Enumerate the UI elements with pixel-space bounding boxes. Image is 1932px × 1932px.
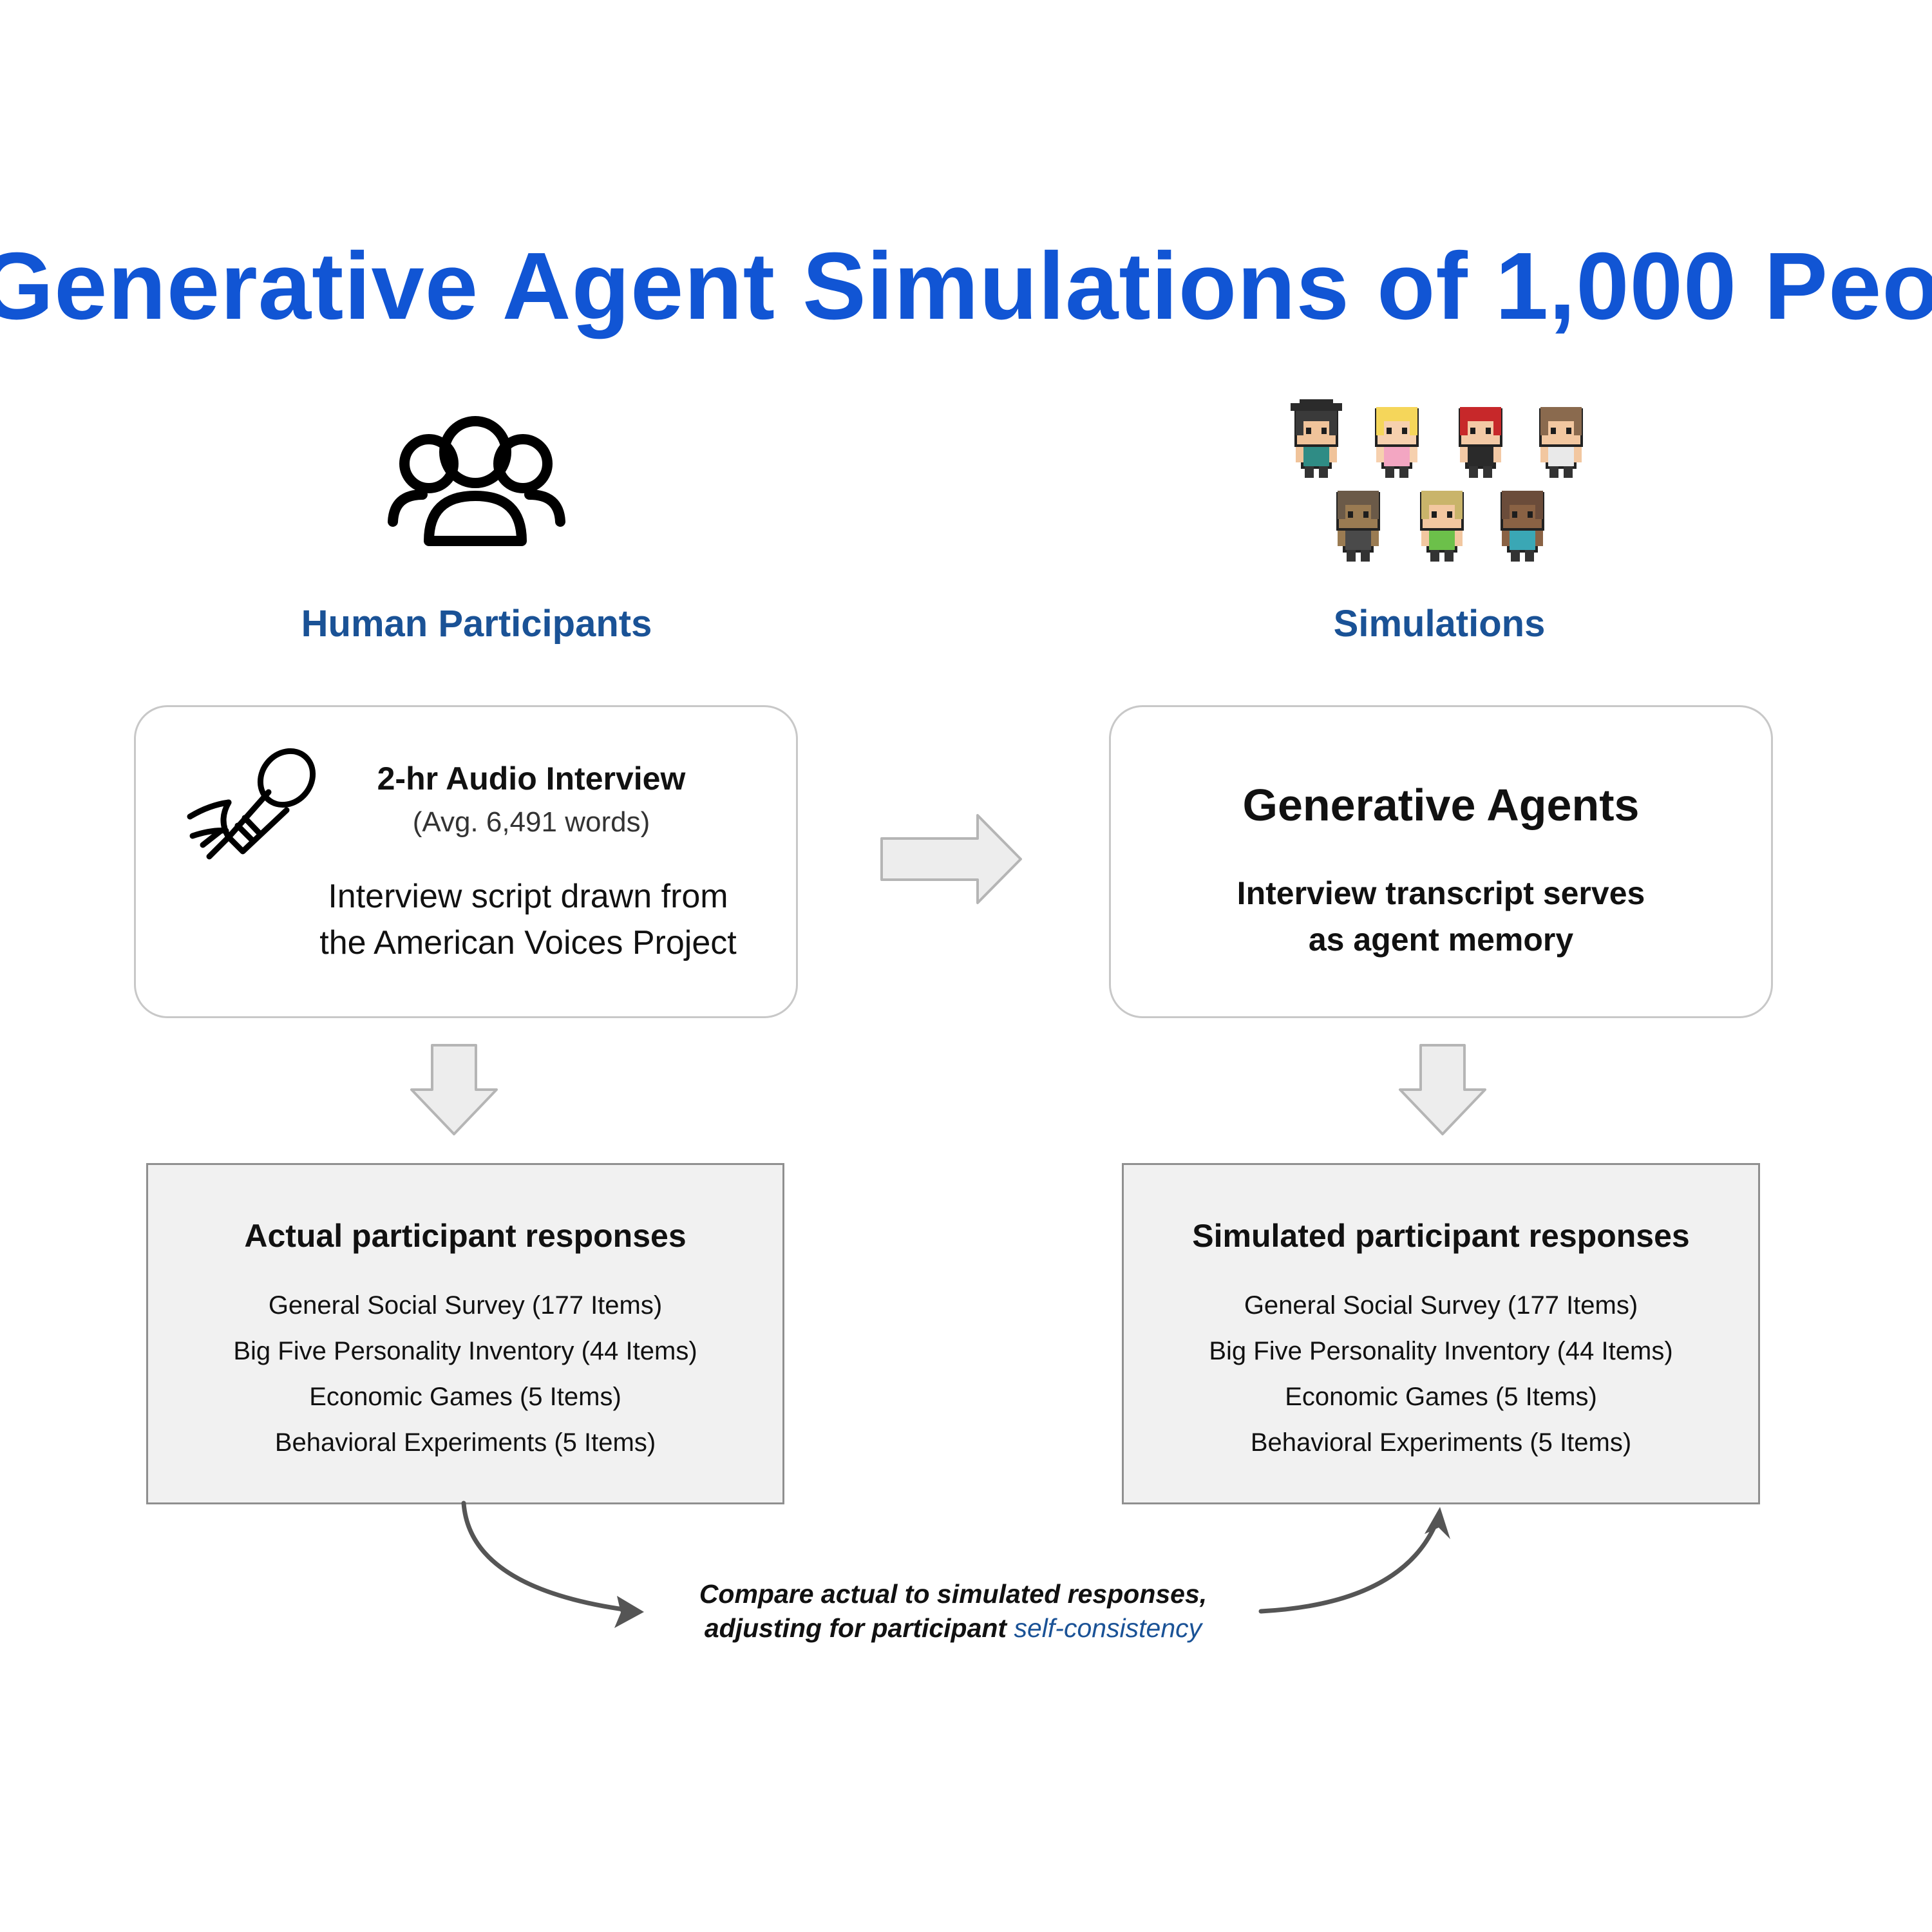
simulated-response-item: General Social Survey (177 Items) [1244, 1291, 1638, 1320]
compare-curved-arrows [461, 1501, 1450, 1628]
interview-box [134, 705, 798, 1018]
compare-text-line2: adjusting for participant self-consisten… [631, 1613, 1275, 1643]
simulations-heading: Simulations [1333, 603, 1546, 645]
page-title-text: Generative Agent Simulations of 1,000 Pe… [0, 233, 1932, 339]
agents-description-line1: Interview transcript serves [1236, 875, 1645, 911]
actual-response-item: Economic Games (5 Items) [309, 1383, 621, 1411]
pixel-avatar-icon [1375, 407, 1419, 478]
self-consistency-highlight: self-consistency [1014, 1613, 1202, 1643]
agents-description-line2: as agent memory [1308, 922, 1574, 958]
simulated-responses-box [1122, 1163, 1760, 1504]
compare-text-line2-prefix: adjusting for participant [704, 1613, 1014, 1643]
interview-title: 2-hr Audio Interview [377, 761, 686, 797]
pixel-avatar-icon [1291, 399, 1342, 478]
actual-response-item: General Social Survey (177 Items) [268, 1291, 663, 1320]
simulated-response-item: Behavioral Experiments (5 Items) [1250, 1428, 1632, 1457]
human-participants-heading: Human Participants [301, 603, 652, 645]
hand-microphone-icon [187, 748, 316, 860]
actual-response-item: Big Five Personality Inventory (44 Items… [233, 1337, 697, 1365]
simulated-response-item: Big Five Personality Inventory (44 Items… [1209, 1337, 1673, 1365]
generative-agents-box [1109, 705, 1773, 1018]
actual-response-item: Behavioral Experiments (5 Items) [274, 1428, 656, 1457]
pixel-avatar-icon [1501, 491, 1544, 562]
pixel-avatar-icon [1336, 491, 1380, 562]
interview-description-line2: the American Voices Project [319, 924, 737, 961]
pixel-avatars-group [1291, 399, 1583, 562]
interview-description-line1: Interview script drawn from [328, 878, 728, 915]
pixel-avatar-icon [1420, 491, 1464, 562]
down-arrow-left [410, 1044, 498, 1135]
right-arrow [880, 814, 1022, 904]
page-title: Generative Agent Simulations of 1,000 Pe… [0, 225, 1932, 348]
interview-subtitle: (Avg. 6,491 words) [412, 806, 650, 838]
compare-text-line1: Compare actual to simulated responses, [699, 1579, 1208, 1609]
simulated-response-item: Economic Games (5 Items) [1285, 1383, 1597, 1411]
simulated-responses-title: Simulated participant responses [1192, 1218, 1690, 1254]
pixel-avatar-icon [1459, 407, 1502, 478]
group-people-icon [388, 416, 565, 546]
pixel-avatar-icon [1539, 407, 1583, 478]
generative-agents-title: Generative Agents [1242, 780, 1640, 830]
actual-responses-title: Actual participant responses [244, 1218, 687, 1254]
down-arrow-right [1399, 1044, 1486, 1135]
